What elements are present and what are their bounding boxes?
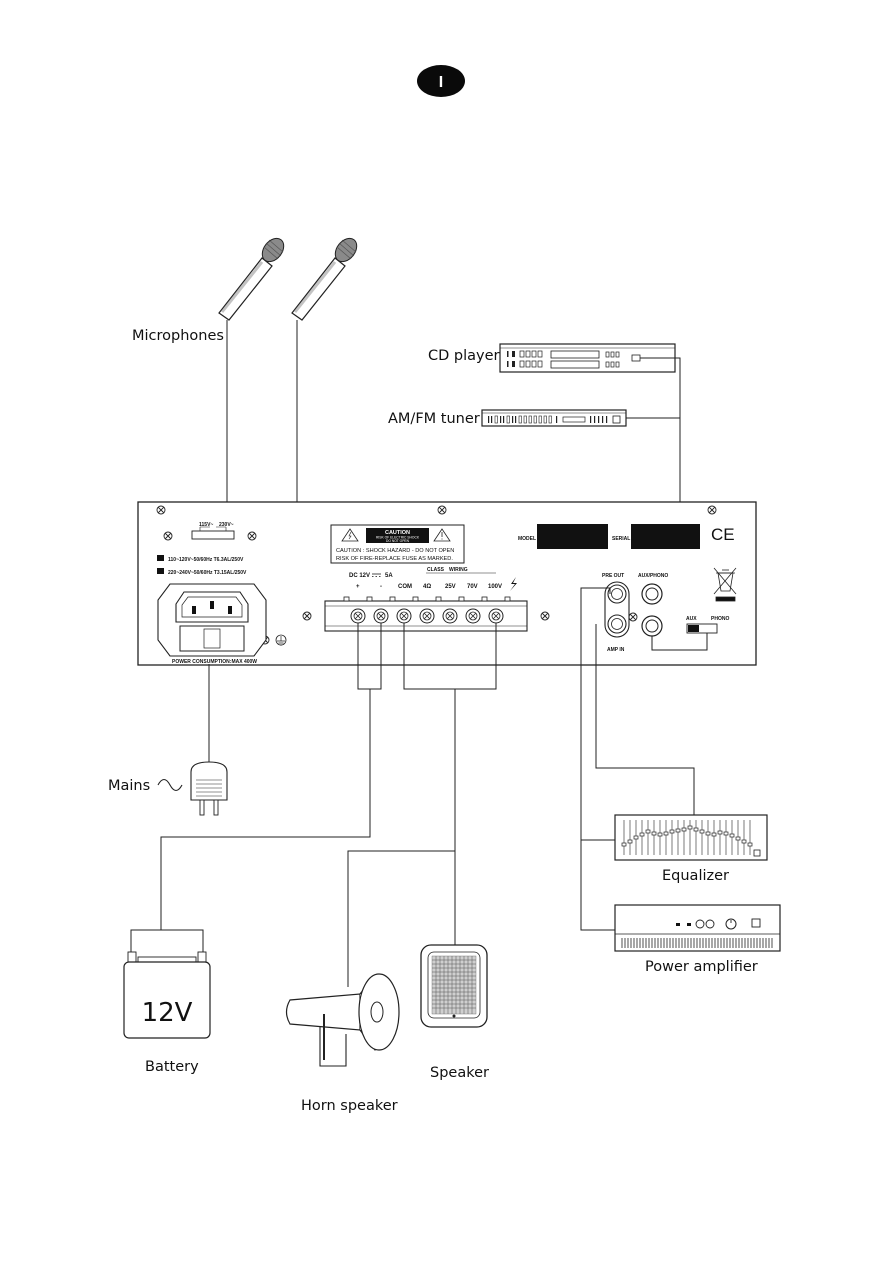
pre-out-label: PRE OUT	[602, 573, 624, 579]
model-label: MODEL	[518, 536, 536, 542]
power-amplifier-label: Power amplifier	[645, 959, 758, 975]
mains-label: Mains	[108, 778, 150, 794]
mains-rating-line-1: 110~120V~50/60Hz T6.3AL/250V	[168, 557, 244, 563]
terminal-label-100v: 100V	[488, 584, 502, 590]
wiring-label: WIRING	[449, 567, 468, 573]
microphone-2	[291, 237, 358, 321]
terminal-screw-25v[interactable]	[442, 608, 458, 624]
ac-wave-icon	[157, 778, 183, 792]
cd-player-label: CD player	[428, 348, 500, 364]
tuner-label: AM/FM tuner	[388, 411, 480, 427]
power-consumption-label: POWER CONSUMPTION:MAX 400W	[172, 659, 257, 665]
terminal-label-plus: +	[356, 584, 360, 590]
terminal-screw-70v[interactable]	[465, 608, 481, 624]
horn-speaker	[285, 973, 400, 1067]
terminal-screw-minus[interactable]	[373, 608, 389, 624]
voltage-115-label: 115V~	[199, 522, 213, 528]
caution-title: CAUTION	[385, 530, 410, 536]
equalizer	[614, 814, 768, 861]
terminal-label-70v: 70V	[467, 584, 478, 590]
mains-plug	[190, 761, 228, 816]
ce-mark: CE	[711, 525, 735, 544]
weee-bin-icon	[713, 567, 737, 602]
terminal-screw-plus[interactable]	[350, 608, 366, 624]
amp-in-label: AMP IN	[607, 647, 625, 653]
iec-power-socket[interactable]	[157, 583, 267, 657]
terminal-label-com: COM	[398, 584, 412, 590]
terminal-label-25v: 25V	[445, 584, 456, 590]
terminal-label-4ohm: 4Ω	[423, 584, 431, 590]
microphone-1	[218, 237, 285, 321]
terminal-screw-com[interactable]	[396, 608, 412, 624]
battery-label: Battery	[145, 1059, 199, 1075]
caution-line-1: CAUTION : SHOCK HAZARD - DO NOT OPEN	[336, 548, 454, 554]
battery: 12V	[123, 929, 211, 1039]
battery-voltage: 12V	[142, 998, 193, 1028]
caution-line-2: RISK OF FIRE-REPLACE FUSE AS MARKED.	[336, 556, 453, 562]
dc-current-label: 5A	[385, 573, 393, 579]
voltage-selector[interactable]	[191, 530, 235, 540]
speaker-box	[420, 944, 488, 1028]
page-marker: I	[417, 65, 465, 97]
phono-label: PHONO	[711, 616, 729, 622]
amplifier-rear-panel: 115V~ 230V~ 110~120V~50/60Hz T6.3AL/250V…	[137, 501, 757, 666]
pre-out-amp-in-jacks[interactable]	[604, 581, 630, 638]
serial-label: SERIAL	[612, 536, 630, 542]
mains-rating-line-2: 220~240V~50/60Hz T3.15AL/250V	[168, 570, 247, 576]
caution-label: CAUTION RISK OF ELECTRIC SHOCK DO NOT OP…	[330, 524, 465, 564]
aux-phono-jacks[interactable]	[641, 583, 663, 637]
equalizer-label: Equalizer	[662, 868, 729, 884]
terminal-label-minus: -	[380, 584, 382, 590]
terminal-screw-4ohm[interactable]	[419, 608, 435, 624]
lightning-icon	[510, 577, 517, 591]
am-fm-tuner	[481, 409, 627, 427]
caution-sub-2: DO NOT OPEN	[386, 539, 410, 543]
dc-label: DC 12V	[349, 573, 370, 579]
power-amplifier	[614, 904, 781, 952]
terminal-screw-100v[interactable]	[488, 608, 504, 624]
aux-phono-switch[interactable]	[686, 623, 718, 634]
voltage-230-label: 230V~	[219, 522, 234, 528]
aux-phono-label: AUX/PHONO	[638, 573, 668, 579]
serial-plate	[631, 524, 700, 549]
caution-sub-1: RISK OF ELECTRIC SHOCK	[376, 536, 420, 540]
model-plate	[537, 524, 608, 549]
microphones-label: Microphones	[132, 328, 224, 344]
terminal-strip	[324, 596, 528, 632]
speaker-label: Speaker	[430, 1065, 489, 1081]
horn-speaker-label: Horn speaker	[301, 1098, 398, 1114]
aux-label: AUX	[686, 616, 697, 622]
class-label: CLASS	[427, 567, 445, 573]
page-marker-letter: I	[439, 74, 443, 91]
